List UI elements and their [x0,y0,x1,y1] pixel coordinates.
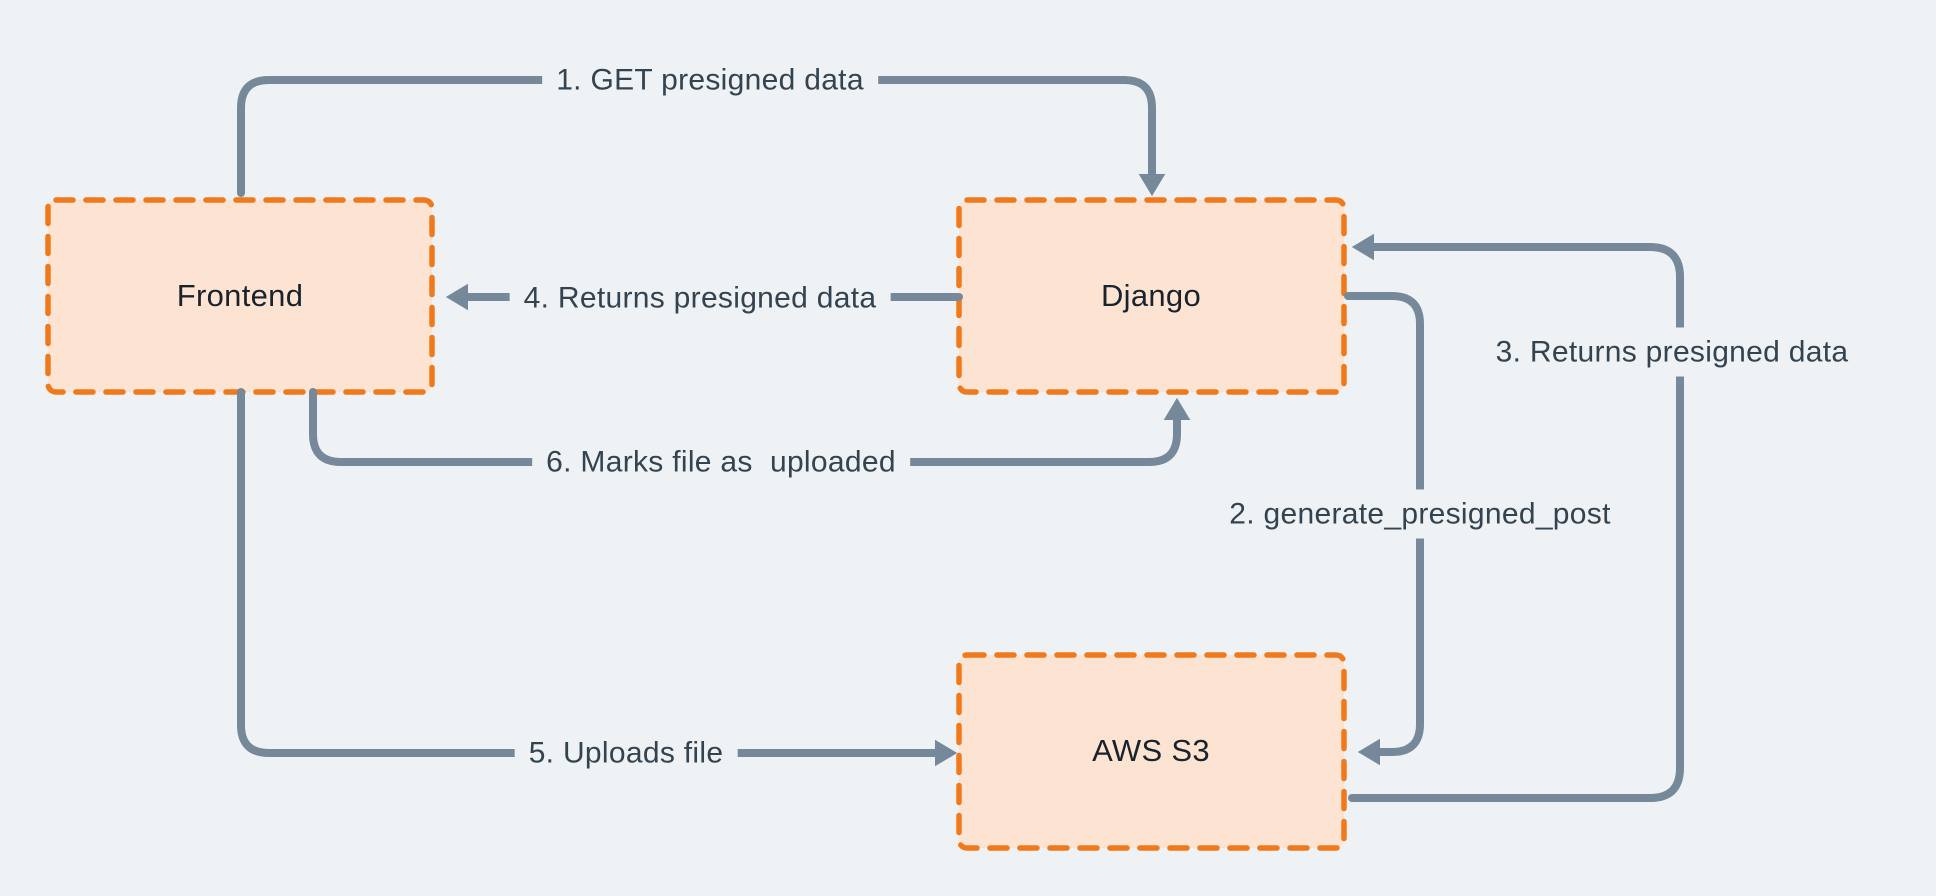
aws-s3-node-box [956,652,1347,851]
edge-label-2: 2. generate_presigned_post [1215,489,1625,539]
aws-s3-node-label: AWS S3 [1092,732,1210,768]
edge-label-1: 1. GET presigned data [542,55,878,105]
edge-3-returns-presigned-data-arrow [1348,233,1684,802]
edge-label-6: 6. Marks file as uploaded [532,437,910,487]
frontend-node-label: Frontend [176,277,304,313]
edge-label-4: 4. Returns presigned data [509,273,891,323]
edge-5-uploads-file-arrow [237,388,958,767]
edge-label-5: 5. Uploads file [514,728,738,778]
edge-label-3: 3. Returns presigned data [1481,327,1863,377]
django-node-label: Django [1100,277,1202,313]
